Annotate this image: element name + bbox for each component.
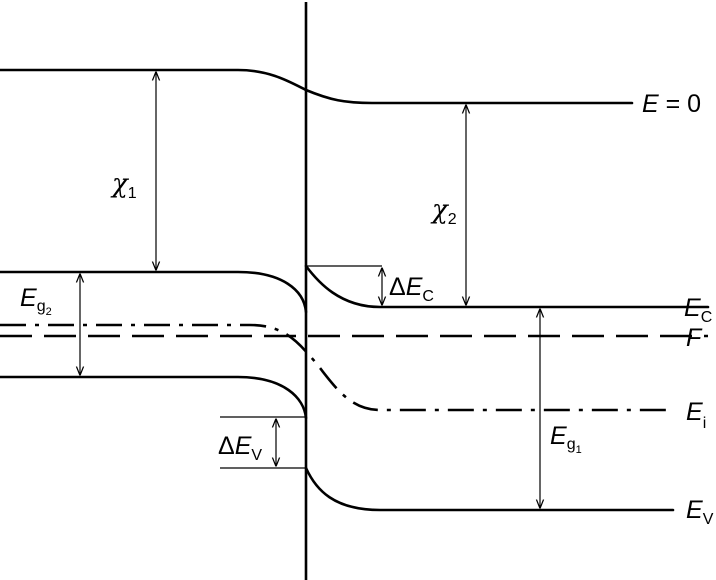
ei-label: Ei	[686, 398, 706, 432]
eg2-label: Eg2	[20, 284, 52, 318]
vacuum-label: E = 0	[642, 90, 701, 118]
dec-label: ΔEC	[389, 273, 434, 305]
dev-label: ΔEV	[218, 432, 262, 464]
ev-label: EV	[686, 496, 714, 528]
chi2-label: χ2	[430, 195, 457, 228]
chi1-label: χ1	[110, 169, 137, 202]
vacuum-level	[0, 68, 634, 105]
conduction-band-left	[0, 270, 308, 314]
conduction-band-right	[304, 264, 710, 309]
intrinsic-level	[0, 323, 668, 412]
valence-band-left	[0, 375, 308, 420]
ec-label: EC	[684, 294, 712, 326]
fermi-label: F	[686, 324, 703, 352]
valence-band-right	[304, 466, 675, 512]
eg1-label: Eg1	[550, 422, 582, 456]
